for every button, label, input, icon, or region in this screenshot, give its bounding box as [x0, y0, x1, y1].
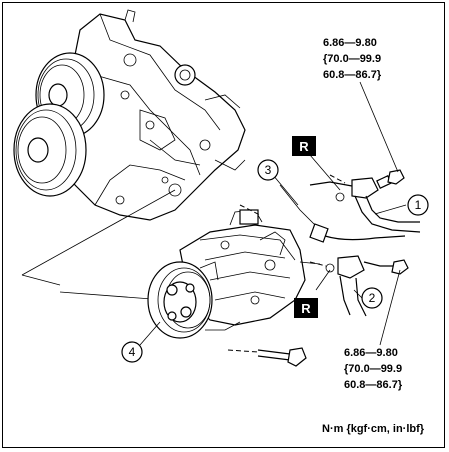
torque-top-line2: {70.0—99.9: [323, 53, 381, 65]
suction-hose: [299, 255, 409, 317]
torque-bottom-line1: 6.86—9.80: [344, 347, 398, 359]
torque-label-top: 6.86—9.80 {70.0—99.9 60.8—86.7}: [323, 37, 382, 81]
alignment-dashes: [239, 174, 346, 267]
discharge-hose: [309, 169, 421, 233]
torque-top-line3: 60.8—86.7}: [323, 69, 382, 81]
r-marker-bottom-text: R: [301, 301, 311, 316]
bolt-top: [376, 169, 405, 189]
torque-label-bottom: 6.86—9.80 {70.0—99.9 60.8—86.7}: [344, 347, 403, 391]
callout-2-text: 2: [369, 291, 376, 305]
callout-3-text: 3: [265, 163, 272, 177]
bolt-middle: [391, 259, 409, 275]
callout-4: 4: [121, 341, 143, 363]
leader-lines: [139, 81, 407, 346]
callout-1: 1: [407, 194, 429, 216]
torque-bottom-line2: {70.0—99.9: [344, 363, 402, 375]
r-marker-bottom: R: [294, 298, 318, 318]
r-marker-top-text: R: [299, 139, 309, 154]
callout-1-text: 1: [415, 198, 422, 212]
callout-4-text: 4: [129, 345, 136, 359]
torque-top-line1: 6.86—9.80: [323, 37, 377, 49]
callout-2: 2: [361, 287, 383, 309]
callout-3: 3: [257, 159, 279, 181]
bolt-bottom: [227, 347, 307, 367]
units-label: N·m {kgf·cm, in·lbf}: [322, 423, 425, 435]
lower-pulley: [13, 103, 87, 197]
compressor: [147, 209, 306, 339]
electrical-connector: [279, 184, 406, 243]
r-marker-top: R: [292, 136, 316, 156]
torque-bottom-line3: 60.8—86.7}: [344, 379, 403, 391]
